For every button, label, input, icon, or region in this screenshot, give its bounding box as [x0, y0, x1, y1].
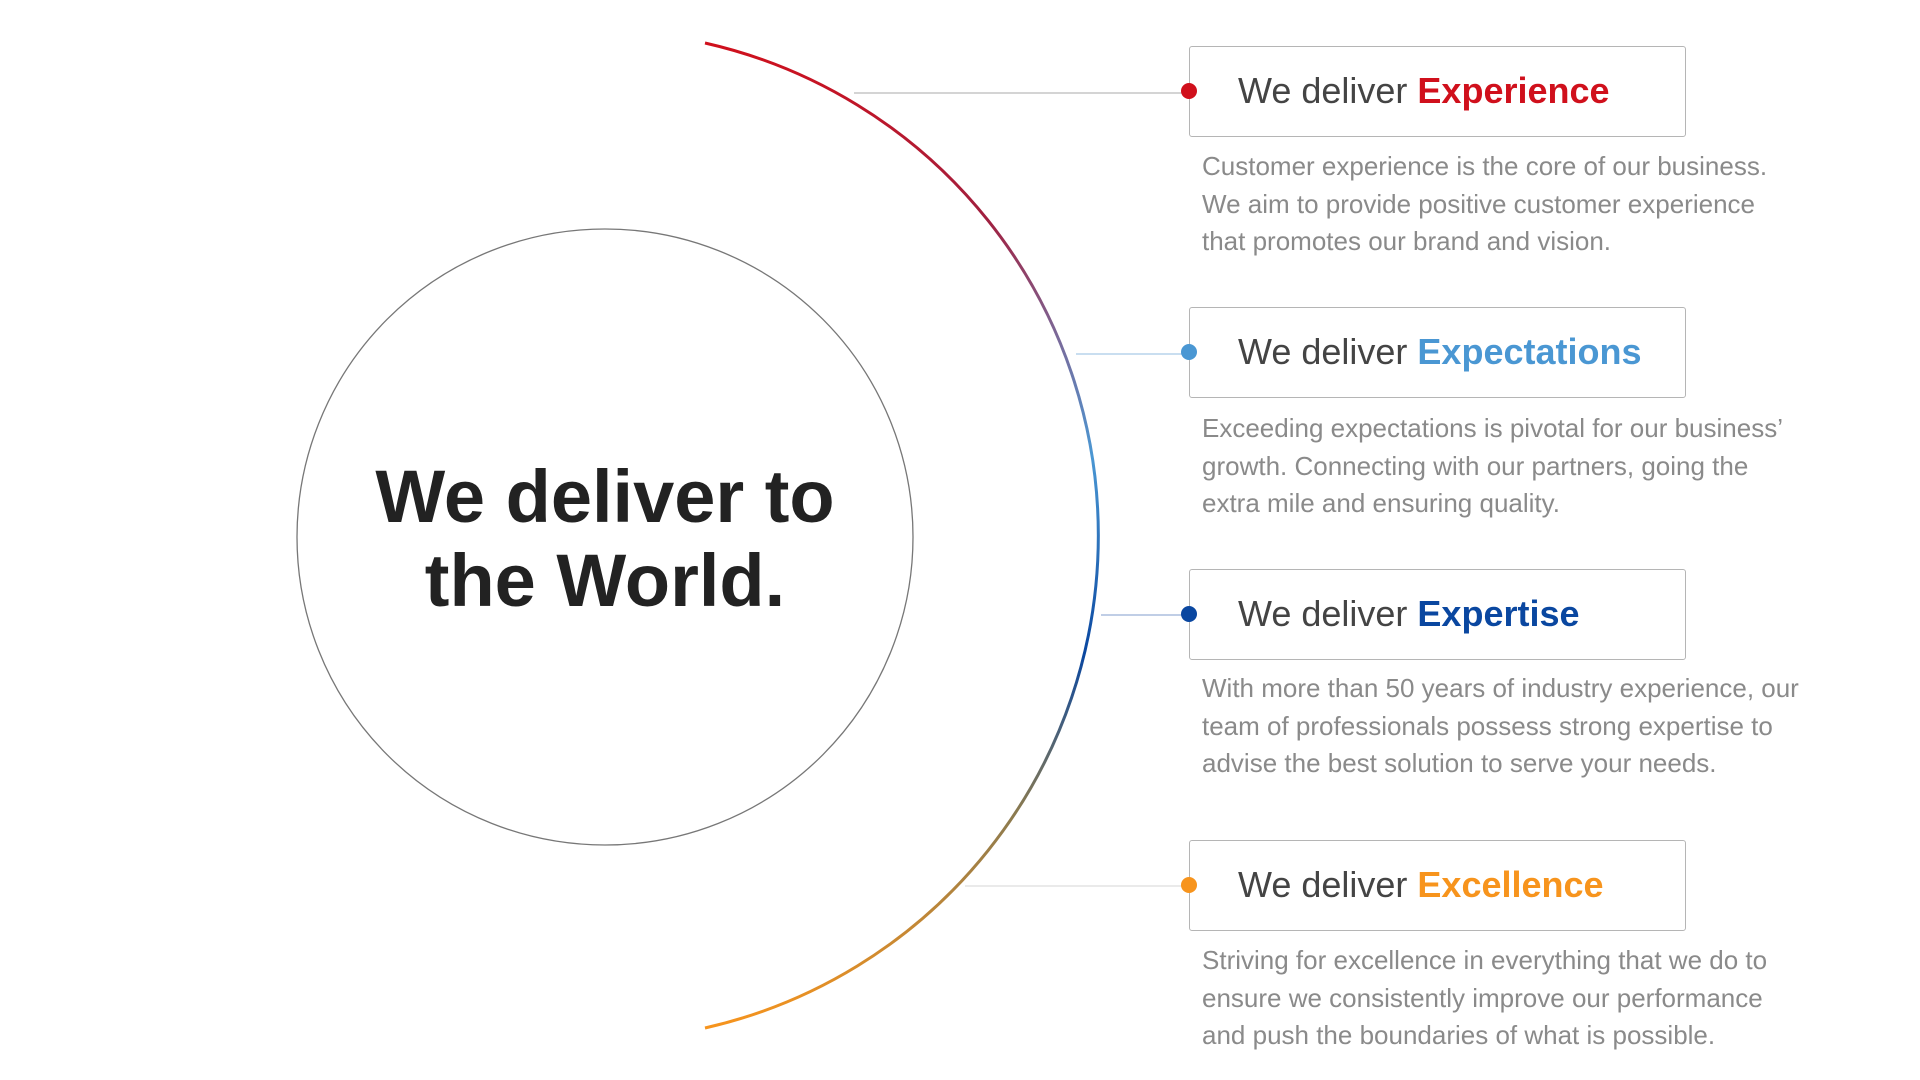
bullet-dot-icon	[1181, 606, 1197, 622]
item-keyword: Excellence	[1417, 864, 1604, 905]
item-description: Customer experience is the core of our b…	[1202, 151, 1768, 256]
item-heading: We deliver Excellence	[1238, 864, 1604, 905]
item-experience-box: We deliver Experience	[1181, 46, 1686, 137]
item-keyword: Expertise	[1417, 593, 1580, 634]
item-description: Exceeding expectations is pivotal for ou…	[1202, 413, 1783, 518]
item-keyword: Experience	[1417, 70, 1610, 111]
item-description: Striving for excellence in everything th…	[1202, 945, 1768, 1050]
bullet-dot-icon	[1181, 877, 1197, 893]
title-line-1: We deliver to	[375, 455, 835, 538]
item-keyword: Expectations	[1417, 331, 1642, 372]
item-heading: We deliver Expectations	[1238, 331, 1642, 372]
main-title: We deliver to the World.	[305, 455, 905, 623]
title-line-2: the World.	[424, 539, 786, 622]
bullet-dot-icon	[1181, 83, 1197, 99]
item-description: With more than 50 years of industry expe…	[1202, 673, 1799, 778]
item-excellence-box: We deliver Excellence	[1181, 840, 1686, 931]
item-expectations-box: We deliver Expectations	[1181, 307, 1686, 398]
item-expertise-box: We deliver Expertise	[1181, 569, 1686, 660]
gradient-arc	[704, 41, 1100, 1030]
item-heading: We deliver Expertise	[1238, 593, 1580, 634]
item-heading: We deliver Experience	[1238, 70, 1610, 111]
bullet-dot-icon	[1181, 344, 1197, 360]
center-circle	[296, 228, 914, 846]
